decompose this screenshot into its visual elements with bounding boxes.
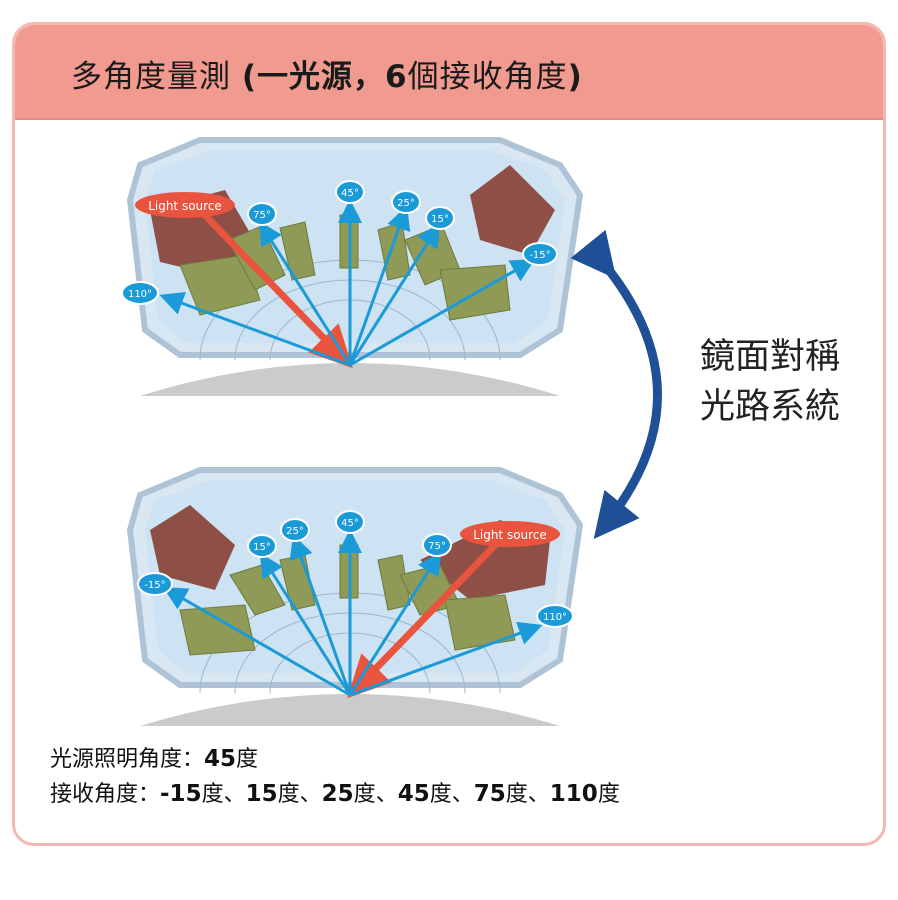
mirror-symmetry-label: 鏡面對稱 光路系統 [700, 332, 840, 432]
bottom-light-beam [347, 537, 503, 699]
bottom-arrow-25 [289, 534, 352, 696]
recv-value: 45 [397, 781, 430, 807]
top-arrow-neg15 [349, 259, 536, 367]
illum-value: 45 [204, 746, 237, 772]
top-arrow-110 [159, 291, 351, 367]
symmetry-arrow [570, 229, 662, 540]
recv-sep: 、 [299, 782, 322, 807]
bottom-diagram: 15° 25° 45° 75° -15° 110° Light source [126, 467, 584, 726]
bottom-angle-labels: 15° 25° 45° 75° -15° 110° Light source [137, 510, 574, 628]
bottom-receive-arrows [162, 529, 543, 697]
top-label-15: 15° [431, 214, 449, 225]
recv-value: 25 [321, 781, 354, 807]
mirror-label-line1: 鏡面對稱 [700, 337, 841, 377]
top-label-45: 45° [341, 188, 359, 199]
bottom-arrow-110 [349, 621, 543, 697]
top-label-25: 25° [397, 198, 415, 209]
top-arrow-75 [258, 220, 352, 366]
mirror-label-line2: 光路系統 [700, 387, 841, 427]
recv-sep: 、 [375, 782, 398, 807]
illum-unit: 度 [236, 747, 259, 772]
bottom-left-block [150, 505, 235, 590]
title-mid: 個接收角度 [407, 59, 568, 95]
recv-unit: 度 [505, 782, 528, 807]
recv-sep: 、 [451, 782, 474, 807]
recv-prefix: 接收角度： [50, 782, 161, 807]
top-arrow-15 [348, 222, 441, 366]
page-title: 多角度量測 (一光源，6個接收角度) [71, 51, 583, 96]
recv-value: 110 [549, 781, 598, 807]
top-light-source-label: Light source [148, 199, 222, 213]
title-bold: (一光源，6 [241, 59, 408, 95]
recv-sep: 、 [223, 782, 246, 807]
illum-prefix: 光源照明角度： [50, 747, 205, 772]
top-light-source-badge [135, 192, 235, 218]
recv-unit: 度 [353, 782, 376, 807]
recv-unit: 度 [277, 782, 300, 807]
bottom-label-75: 75° [428, 541, 446, 552]
illumination-angle-line: 光源照明角度：45度 [50, 742, 620, 777]
bottom-arrow-neg15 [162, 587, 351, 697]
recv-unit: 度 [429, 782, 452, 807]
bottom-arrow-15 [259, 552, 352, 696]
measurement-info: 光源照明角度：45度 接收角度：-15度、15度、25度、45度、75度、110… [50, 742, 620, 812]
bottom-label-15: 15° [253, 542, 271, 553]
recv-sep: 、 [527, 782, 550, 807]
bottom-light-source-label: Light source [473, 528, 547, 542]
top-right-block [470, 165, 555, 255]
top-receivers [179, 214, 511, 321]
title-prefix: 多角度量測 [71, 59, 242, 95]
top-label-110: 110° [128, 289, 152, 300]
bottom-light-source-badge [460, 521, 560, 547]
top-angle-labels: Light source 75° 45° 25° 15° -15° 110° [121, 180, 558, 305]
top-light-beam [197, 207, 353, 369]
bottom-label-45: 45° [341, 518, 359, 529]
bottom-label-110: 110° [543, 612, 567, 623]
bottom-arrow-75 [348, 550, 442, 696]
top-receive-arrows [159, 199, 536, 367]
recv-unit: 度 [201, 782, 224, 807]
top-sample-surface [140, 363, 560, 396]
recv-value: 15 [245, 781, 278, 807]
receive-angle-line: 接收角度：-15度、15度、25度、45度、75度、110度 [50, 777, 620, 812]
top-label-75: 75° [253, 210, 271, 221]
bottom-label-neg15: -15° [144, 580, 165, 591]
recv-unit: 度 [597, 782, 620, 807]
top-arrow-25 [348, 205, 411, 366]
header-bar: 多角度量測 (一光源，6個接收角度) [15, 25, 883, 120]
top-diagram: Light source 75° 45° 25° 15° -15° 110° [121, 137, 584, 396]
recv-value: 75 [473, 781, 506, 807]
title-end: ) [567, 59, 583, 95]
top-label-neg15: -15° [529, 250, 550, 261]
bottom-label-25: 25° [286, 526, 304, 537]
recv-value: -15 [160, 781, 202, 807]
bottom-sample-surface [140, 694, 560, 726]
